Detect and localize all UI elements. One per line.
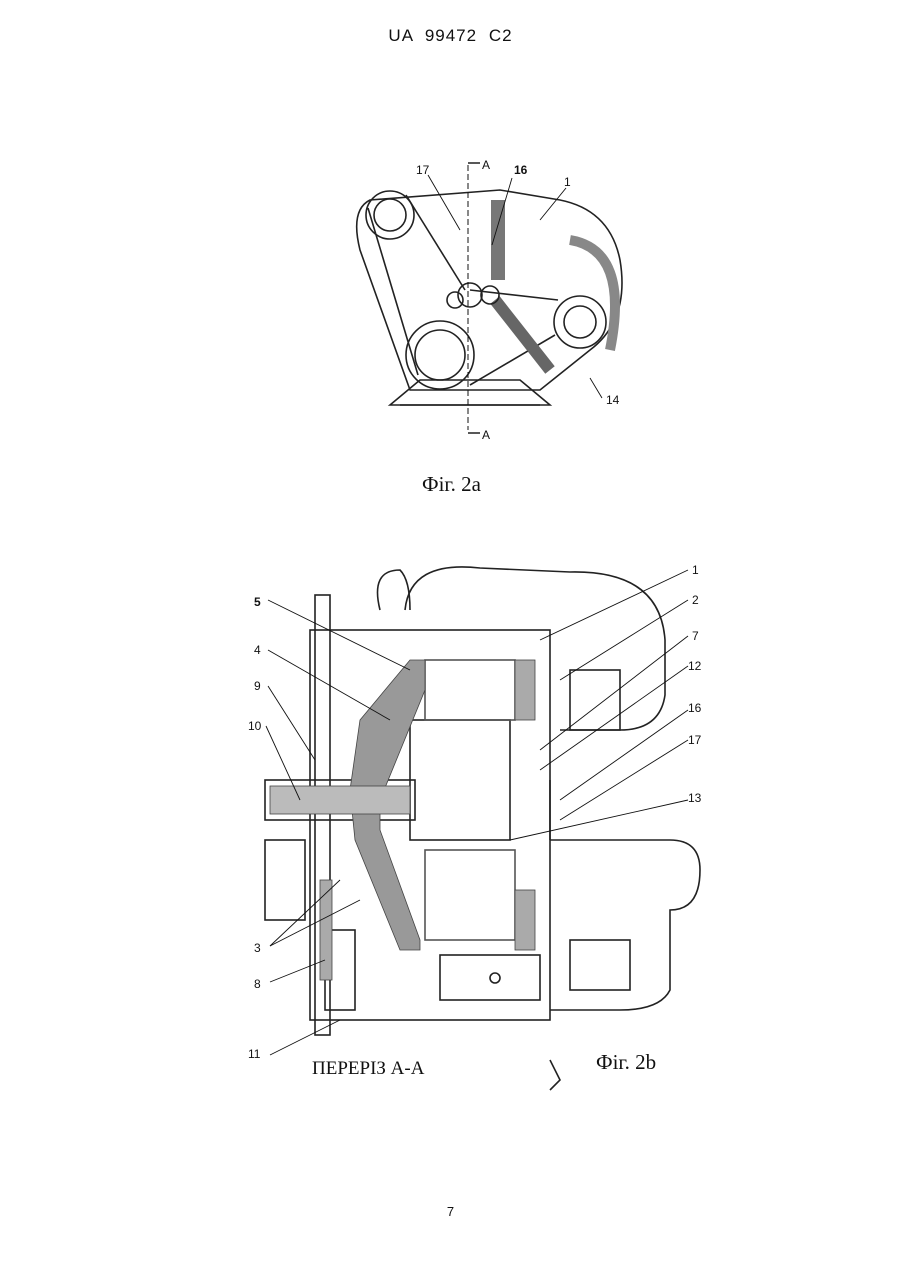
figure-2b-label-2: 2 bbox=[692, 593, 699, 607]
figure-2a-svg: A A 17 16 1 14 bbox=[340, 150, 640, 450]
figure-2b-label-9: 9 bbox=[254, 679, 261, 693]
figure-2b-drawing: 5 4 9 10 3 8 11 1 2 7 12 16 17 13 bbox=[240, 550, 720, 1100]
figure-2b-label-11: 11 bbox=[248, 1047, 261, 1061]
figure-2a-label-1: 1 bbox=[564, 175, 571, 189]
figure-2b-label-8: 8 bbox=[254, 977, 261, 991]
figure-2b-caption: Фіг. 2b bbox=[596, 1050, 656, 1075]
figure-2b-label-17: 17 bbox=[688, 733, 702, 747]
section-a-a-label: ПЕРЕРІЗ А-А bbox=[312, 1058, 424, 1080]
figure-2b-label-4: 4 bbox=[254, 643, 261, 657]
figure-2b-label-3: 3 bbox=[254, 941, 261, 955]
figure-2a-label-16: 16 bbox=[514, 163, 528, 177]
figure-2b-label-12: 12 bbox=[688, 659, 702, 673]
figure-2b-label-5: 5 bbox=[254, 595, 261, 609]
figure-2b-label-10: 10 bbox=[248, 719, 262, 733]
figure-2a-caption: Фіг. 2а bbox=[422, 472, 481, 497]
figure-2a-drawing: A A 17 16 1 14 bbox=[340, 150, 640, 450]
patent-number-header: UA 99472 C2 bbox=[0, 26, 901, 46]
figure-2a-section-mark-top: A bbox=[482, 158, 490, 172]
page-number: 7 bbox=[0, 1204, 901, 1219]
figure-2b-label-13: 13 bbox=[688, 791, 702, 805]
figure-2a-label-14: 14 bbox=[606, 393, 620, 407]
figure-2a-label-17: 17 bbox=[416, 163, 430, 177]
figure-2a-section-mark-bottom: A bbox=[482, 428, 490, 442]
figure-2b-label-7: 7 bbox=[692, 629, 699, 643]
figure-2b-label-1: 1 bbox=[692, 563, 699, 577]
figure-2b-label-16: 16 bbox=[688, 701, 702, 715]
figure-2b-svg: 5 4 9 10 3 8 11 1 2 7 12 16 17 13 bbox=[240, 550, 720, 1100]
